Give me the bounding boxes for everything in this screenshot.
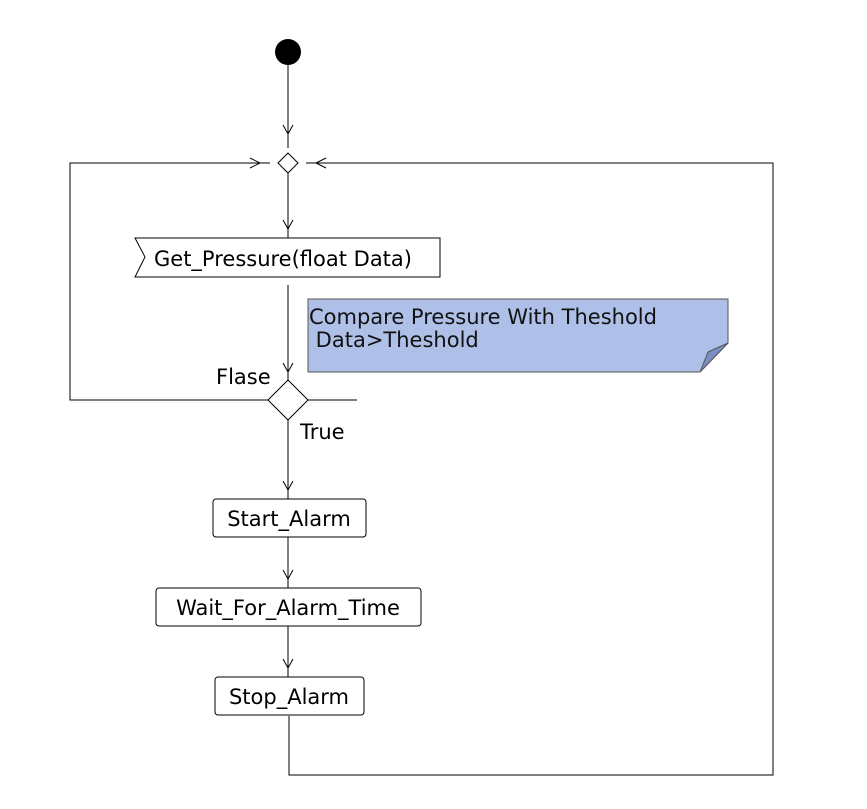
arrowhead xyxy=(282,658,294,670)
arrowhead xyxy=(282,480,294,492)
arrowhead xyxy=(282,219,294,231)
merge-node xyxy=(277,152,299,174)
arrowhead xyxy=(249,157,262,169)
initial-node xyxy=(275,39,301,65)
note-line-2: Data>Theshold xyxy=(309,328,479,352)
arrowhead xyxy=(314,157,327,169)
start-alarm-label: Start_Alarm xyxy=(227,507,351,532)
guard-false-label: Flase xyxy=(216,365,271,389)
arrowhead xyxy=(282,569,294,581)
start-alarm-action xyxy=(212,498,367,538)
wait-alarm-label: Wait_For_Alarm_Time xyxy=(176,596,400,621)
edge-false-loop xyxy=(69,162,270,401)
note-fold xyxy=(699,342,729,373)
arrowhead xyxy=(282,362,294,374)
get-pressure-action xyxy=(134,237,441,278)
stop-alarm-label: Stop_Alarm xyxy=(229,685,349,710)
decision-node xyxy=(267,379,309,421)
note-line-1: Compare Pressure With Theshold xyxy=(309,305,657,329)
edge-return-loop xyxy=(288,162,774,776)
get-pressure-label: Get_Pressure(float Data) xyxy=(154,247,412,272)
arrowhead xyxy=(282,124,294,136)
stop-alarm-action xyxy=(214,676,365,716)
guard-true-label: True xyxy=(299,420,345,444)
